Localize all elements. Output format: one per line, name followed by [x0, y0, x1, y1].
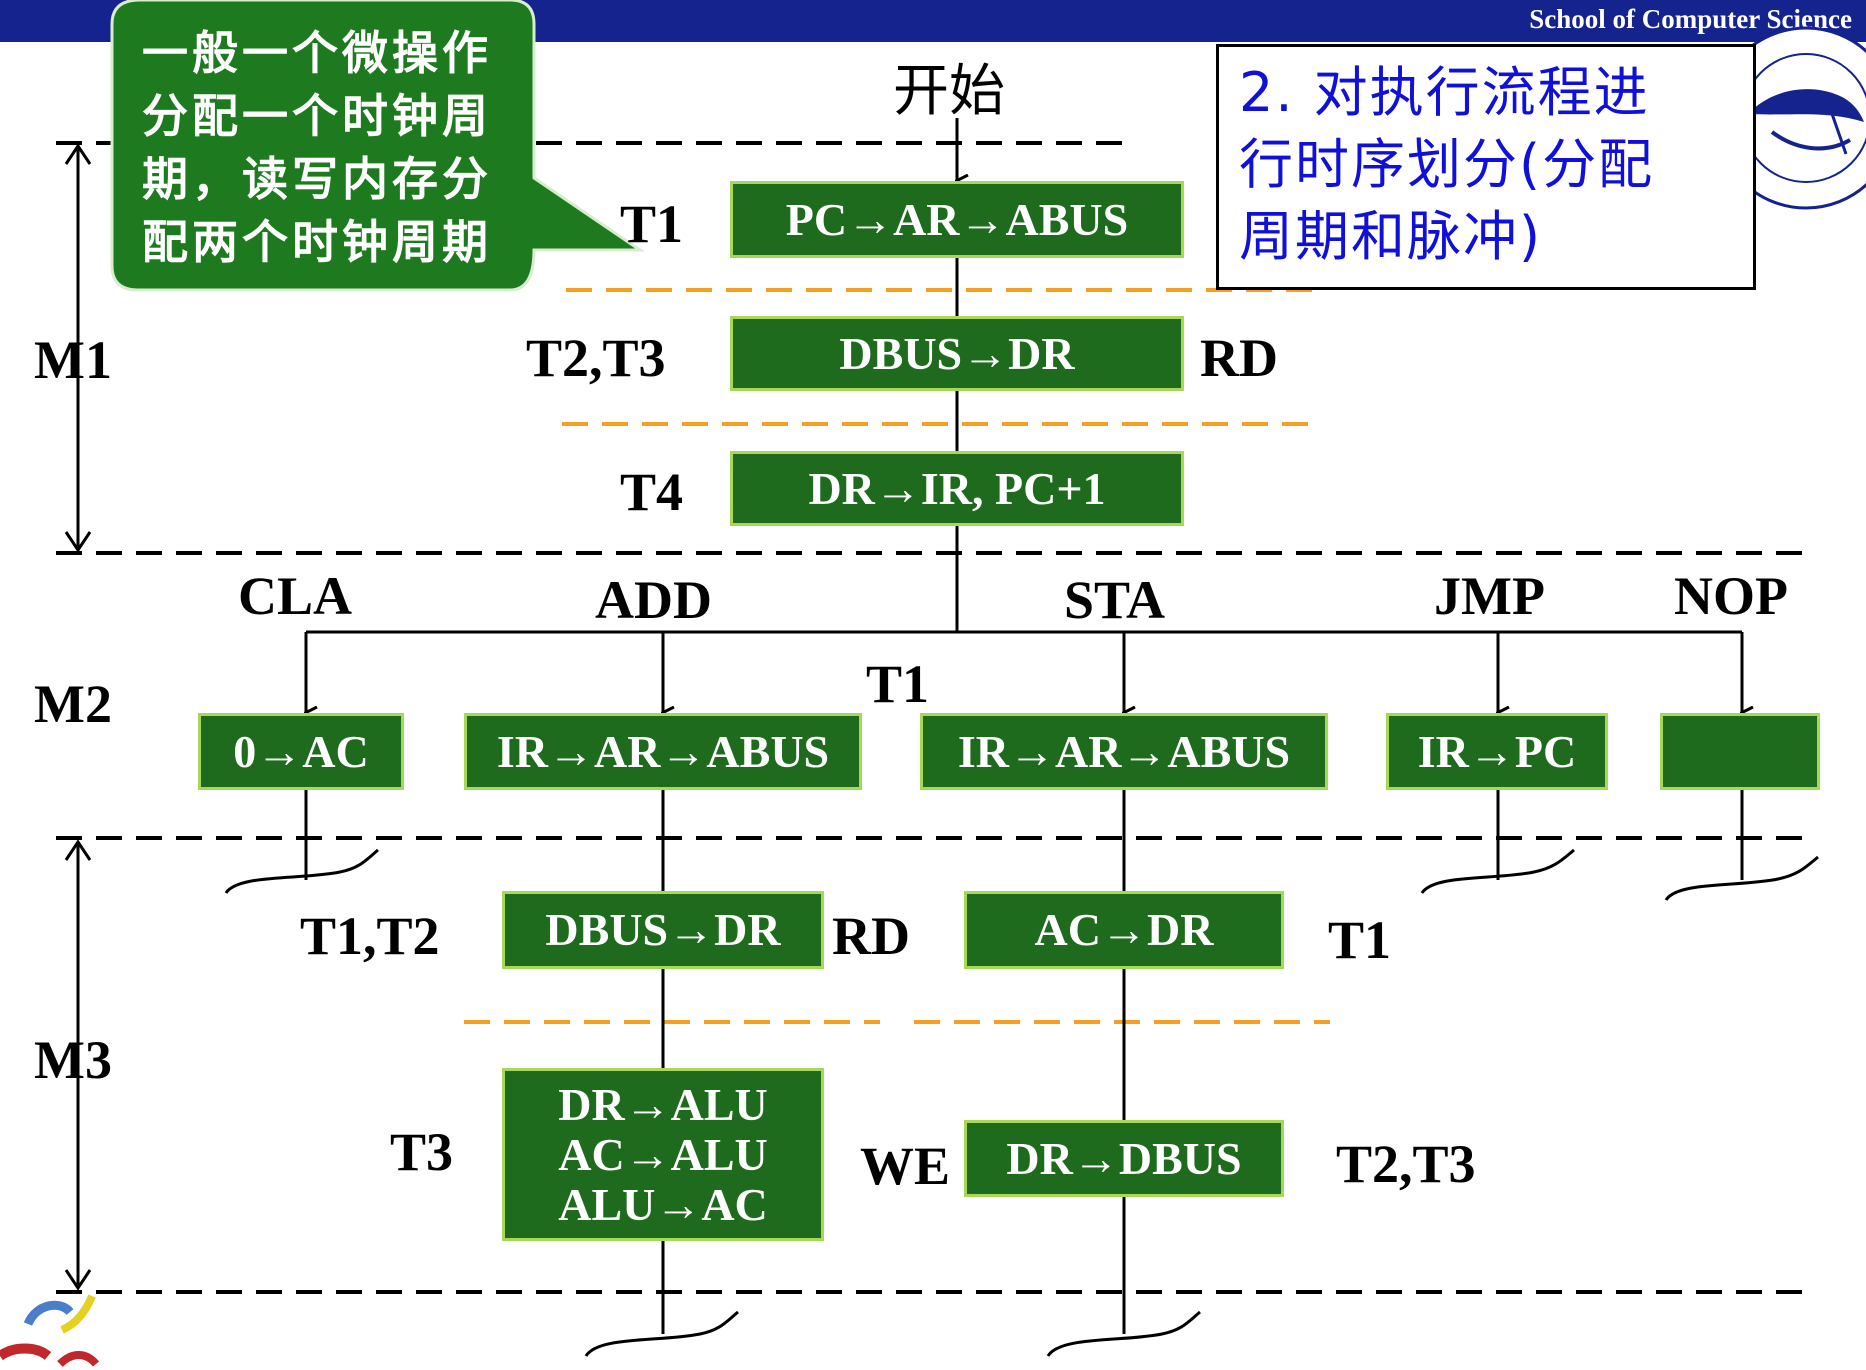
- sta-box-dr-dbus: DR→DBUS: [964, 1120, 1284, 1197]
- end-squiggle-add: [584, 1310, 739, 1357]
- sta-box-ir-ar: IR→AR→ABUS: [920, 713, 1328, 790]
- pulse-label-t1: T1: [620, 194, 684, 254]
- note-line: 2. 对执行流程进: [1239, 61, 1650, 124]
- end-squiggle-sta: [1046, 1310, 1201, 1357]
- pulse-label-t2-t3: T2,T3: [526, 328, 666, 388]
- bottom-logo-icon: [0, 1294, 100, 1367]
- instruction-label-sta: STA: [1064, 570, 1166, 630]
- fetch-box-dr-ir: DR→IR, PC+1: [730, 451, 1184, 526]
- alu-op-line: DR→ALU: [558, 1078, 768, 1130]
- end-squiggle-jmp: [1420, 848, 1575, 894]
- note-line: 周期和脉冲): [1239, 205, 1543, 268]
- pulse-label-add-t3: T3: [390, 1122, 454, 1182]
- callout-text: 一般一个微操作 分配一个时钟周 期，读写内存分 配两个时钟周期: [142, 22, 522, 274]
- pulse-label-t4: T4: [620, 462, 684, 522]
- instruction-label-nop: NOP: [1674, 566, 1788, 626]
- note-text: 2. 对执行流程进 行时序划分(分配 周期和脉冲): [1239, 57, 1679, 273]
- note-line: 行时序划分(分配: [1239, 133, 1655, 196]
- end-squiggle-nop: [1664, 855, 1819, 901]
- pulse-label-sta-t1: T1: [1328, 910, 1392, 970]
- callout-line: 一般一个微操作: [142, 26, 492, 80]
- add-box-alu-ops: DR→ALU AC→ALU ALU→AC: [502, 1068, 824, 1241]
- end-squiggle-cla: [224, 848, 379, 894]
- instruction-label-add: ADD: [595, 570, 712, 630]
- add-rd-signal-label: RD: [832, 906, 910, 966]
- fetch-box-pc-ar: PC→AR→ABUS: [730, 181, 1184, 258]
- nop-box: [1660, 713, 1820, 790]
- rd-signal-label: RD: [1200, 328, 1278, 388]
- pulse-label-sta-t2-t3: T2,T3: [1336, 1134, 1476, 1194]
- alu-op-line: ALU→AC: [558, 1178, 768, 1230]
- cycle-label-m2: M2: [34, 674, 112, 734]
- add-box-dbus-dr: DBUS→DR: [502, 891, 824, 969]
- fetch-box-dbus-dr: DBUS→DR: [730, 316, 1184, 391]
- cla-box: 0→AC: [198, 713, 404, 790]
- we-signal-label: WE: [860, 1136, 951, 1196]
- note-box: 2. 对执行流程进 行时序划分(分配 周期和脉冲): [1216, 44, 1756, 290]
- callout-line: 分配一个时钟周: [142, 89, 492, 143]
- cycle-label-m1: M1: [34, 330, 112, 390]
- instruction-label-jmp: JMP: [1434, 566, 1545, 626]
- pulse-label-add-t1-t2: T1,T2: [300, 906, 440, 966]
- instruction-label-cla: CLA: [238, 566, 353, 626]
- jmp-box: IR→PC: [1386, 713, 1608, 790]
- callout-line: 配两个时钟周期: [142, 215, 492, 269]
- sta-box-ac-dr: AC→DR: [964, 891, 1284, 969]
- add-box-ir-ar: IR→AR→ABUS: [464, 713, 862, 790]
- start-label: 开始: [893, 59, 1005, 124]
- cycle-label-m3: M3: [34, 1030, 112, 1090]
- callout-bubble: [110, 0, 645, 292]
- pulse-label-m2-t1: T1: [866, 654, 930, 714]
- alu-op-line: AC→ALU: [558, 1128, 768, 1180]
- callout-line: 期，读写内存分: [142, 152, 492, 206]
